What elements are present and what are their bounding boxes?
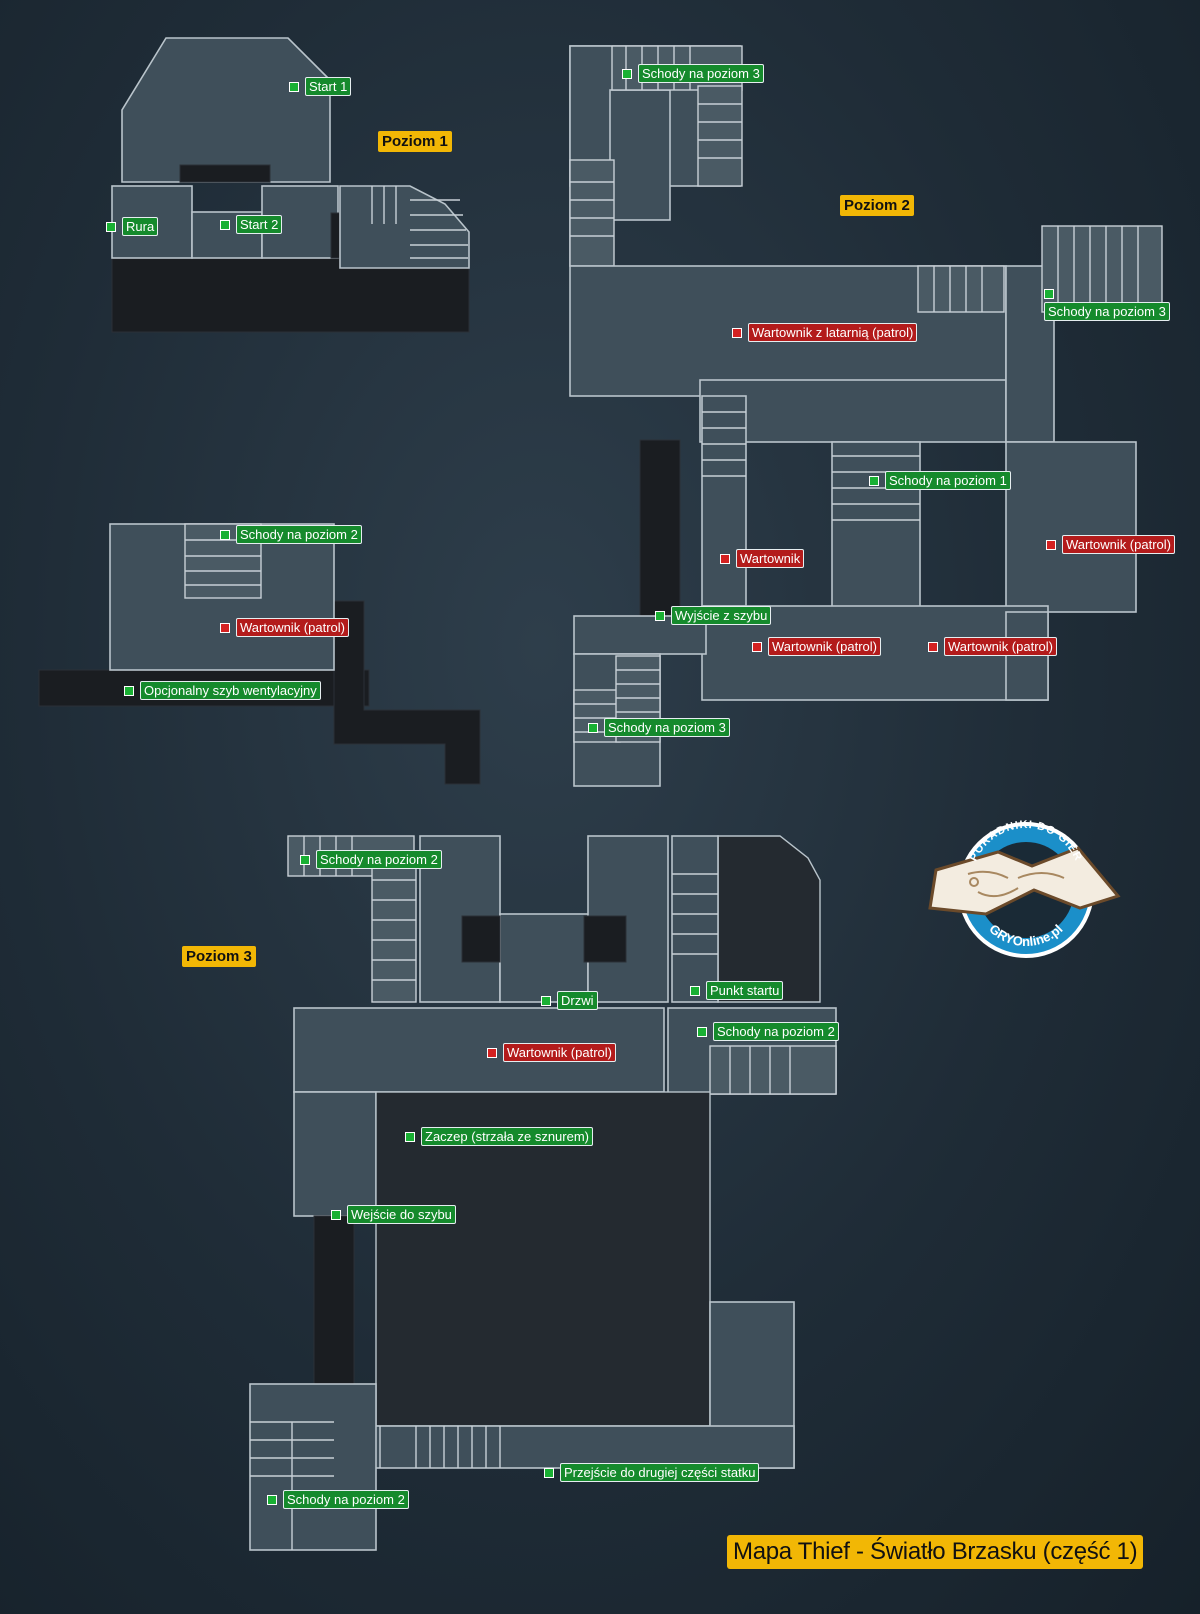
enemy-icon	[928, 641, 938, 652]
point-icon	[588, 722, 598, 733]
marker-passage-ship[interactable]: Przejście do drugiej części statku	[544, 1463, 760, 1482]
enemy-icon	[1046, 539, 1056, 550]
marker-stairs-to-3-right[interactable]: Schody na poziom 3	[1044, 289, 1170, 321]
level-2-floorplan	[569, 45, 1163, 787]
point-icon	[220, 529, 230, 540]
level-label-2: Poziom 2	[840, 195, 914, 216]
marker-label: Schody na poziom 2	[283, 1490, 409, 1509]
marker-label: Rura	[122, 217, 159, 236]
marker-guard-patrol-right[interactable]: Wartownik (patrol)	[1046, 535, 1175, 554]
marker-guard-lantern[interactable]: Wartownik z latarnią (patrol)	[732, 323, 918, 342]
marker-stairs-to-3-top[interactable]: Schody na poziom 3	[622, 64, 764, 83]
marker-label: Wartownik (patrol)	[503, 1043, 616, 1062]
marker-label: Schody na poziom 1	[885, 471, 1011, 490]
marker-door[interactable]: Drzwi	[541, 991, 598, 1010]
marker-label: Wyjście z szybu	[671, 606, 772, 625]
point-icon	[300, 854, 310, 865]
point-icon	[541, 995, 551, 1006]
point-icon	[622, 68, 632, 79]
map-icon	[928, 846, 1121, 916]
marker-start-point[interactable]: Punkt startu	[690, 981, 784, 1000]
point-icon	[405, 1131, 415, 1142]
point-icon	[331, 1209, 341, 1220]
marker-label: Wartownik (patrol)	[944, 637, 1057, 656]
point-icon	[220, 219, 230, 230]
marker-label: Schody na poziom 2	[316, 850, 442, 869]
marker-shaft-exit[interactable]: Wyjście z szybu	[655, 606, 772, 625]
marker-label: Opcjonalny szyb wentylacyjny	[140, 681, 321, 700]
enemy-icon	[487, 1047, 497, 1058]
point-icon	[690, 985, 700, 996]
map-title: Mapa Thief - Światło Brzasku (część 1)	[727, 1535, 1144, 1569]
marker-label: Schody na poziom 3	[604, 718, 730, 737]
marker-stairs-to-3-bottom[interactable]: Schody na poziom 3	[588, 718, 730, 737]
marker-label: Zaczep (strzała ze sznurem)	[421, 1127, 593, 1146]
marker-start-2[interactable]: Start 2	[220, 215, 283, 234]
marker-guard[interactable]: Wartownik	[720, 549, 805, 568]
marker-label: Wartownik	[736, 549, 805, 568]
marker-label: Drzwi	[557, 991, 598, 1010]
point-icon	[124, 685, 134, 696]
point-icon	[1044, 289, 1054, 299]
marker-label: Start 2	[236, 215, 283, 234]
marker-guard-patrol[interactable]: Wartownik (patrol)	[220, 618, 349, 637]
point-icon	[106, 221, 116, 232]
marker-guard-patrol-low[interactable]: Wartownik (patrol)	[928, 637, 1057, 656]
point-icon	[655, 610, 665, 621]
marker-guard-patrol-l3[interactable]: Wartownik (patrol)	[487, 1043, 616, 1062]
marker-stairs-to-2-top[interactable]: Schody na poziom 2	[300, 850, 442, 869]
enemy-icon	[732, 327, 742, 338]
marker-vent-shaft[interactable]: Opcjonalny szyb wentylacyjny	[124, 681, 321, 700]
marker-label: Wartownik z latarnią (patrol)	[748, 323, 918, 342]
marker-start-1[interactable]: Start 1	[289, 77, 352, 96]
marker-stairs-to-2-bottom[interactable]: Schody na poziom 2	[267, 1490, 409, 1509]
point-icon	[289, 81, 299, 92]
marker-shaft-entrance[interactable]: Wejście do szybu	[331, 1205, 456, 1224]
gryonline-logo: PORADNIKI DO GIER GRYOnline.pl	[928, 819, 1121, 958]
marker-label: Schody na poziom 2	[236, 525, 362, 544]
marker-label: Wartownik (patrol)	[1062, 535, 1175, 554]
marker-label: Przejście do drugiej części statku	[560, 1463, 760, 1482]
level-label-1: Poziom 1	[378, 131, 452, 152]
point-icon	[869, 475, 879, 486]
marker-label: Schody na poziom 3	[1044, 302, 1170, 321]
enemy-icon	[720, 553, 730, 564]
enemy-icon	[752, 641, 762, 652]
point-icon	[267, 1494, 277, 1505]
marker-label: Punkt startu	[706, 981, 784, 1000]
point-icon	[544, 1467, 554, 1478]
marker-label: Start 1	[305, 77, 352, 96]
marker-guard-patrol-mid[interactable]: Wartownik (patrol)	[752, 637, 881, 656]
level-3-floorplan	[249, 835, 837, 1551]
marker-stairs-to-1[interactable]: Schody na poziom 1	[869, 471, 1011, 490]
marker-label: Wartownik (patrol)	[236, 618, 349, 637]
enemy-icon	[220, 622, 230, 633]
marker-label: Wejście do szybu	[347, 1205, 456, 1224]
marker-label: Schody na poziom 2	[713, 1022, 839, 1041]
marker-stairs-to-2[interactable]: Schody na poziom 2	[220, 525, 362, 544]
level-label-3: Poziom 3	[182, 946, 256, 967]
marker-label: Schody na poziom 3	[638, 64, 764, 83]
marker-label: Wartownik (patrol)	[768, 637, 881, 656]
marker-rope-anchor[interactable]: Zaczep (strzała ze sznurem)	[405, 1127, 593, 1146]
marker-rura[interactable]: Rura	[106, 217, 159, 236]
marker-stairs-to-2-right[interactable]: Schody na poziom 2	[697, 1022, 839, 1041]
point-icon	[697, 1026, 707, 1037]
